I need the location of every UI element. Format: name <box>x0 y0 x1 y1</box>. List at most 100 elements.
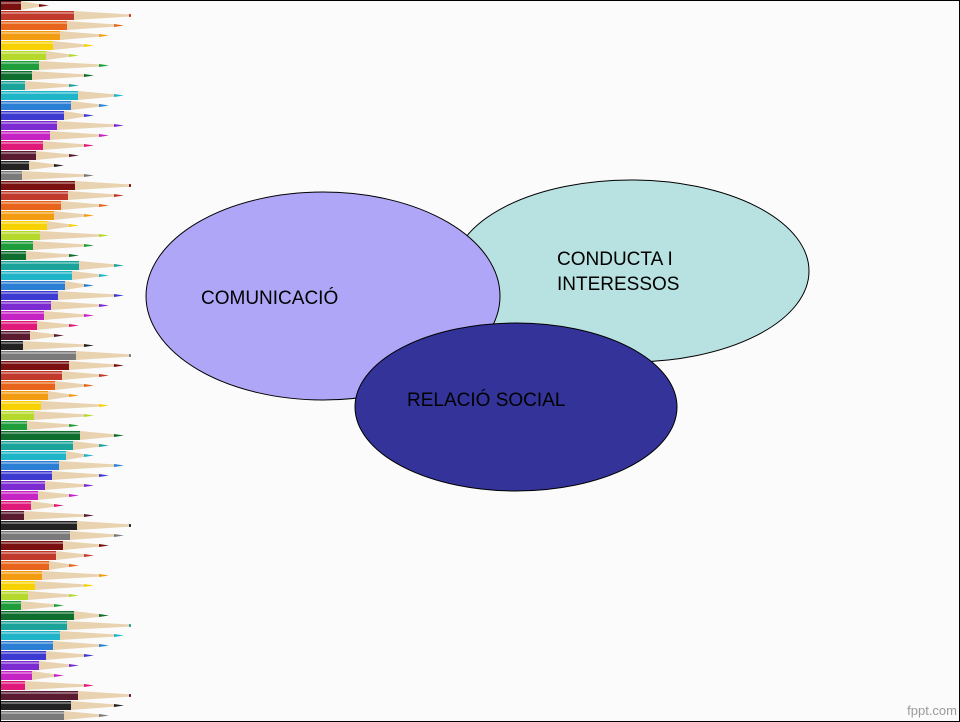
pencil-wood <box>33 241 86 250</box>
pencil-wood <box>77 521 131 530</box>
pencil-body <box>1 711 64 720</box>
pencil <box>1 191 124 200</box>
pencil-shine <box>1 692 78 694</box>
pencil-wood <box>70 531 116 540</box>
pencil-shine <box>1 502 31 504</box>
pencil <box>1 401 109 410</box>
pencil-wood <box>31 501 56 510</box>
pencil <box>1 311 94 320</box>
pencil-lead <box>129 354 131 357</box>
pencil-wood <box>48 391 71 400</box>
pencil-lead <box>84 114 94 117</box>
pencil-wood <box>39 61 101 70</box>
pencil <box>1 121 124 130</box>
pencil-lead <box>84 244 94 247</box>
pencil-body <box>1 511 24 520</box>
pencil-wood <box>56 551 86 560</box>
conducta-label-line-1: CONDUCTA I <box>557 249 673 270</box>
pencil <box>1 521 131 530</box>
pencil-body <box>1 441 73 450</box>
pencil-body <box>1 111 64 120</box>
pencil-wood <box>59 461 116 470</box>
pencil-body <box>1 561 49 570</box>
pencil-wood <box>30 331 56 340</box>
pencil-body <box>1 191 68 200</box>
pencil-shine <box>1 282 65 284</box>
pencil <box>1 231 109 240</box>
relacio-label: RELACIÓ SOCIAL <box>407 389 565 411</box>
pencil <box>1 551 94 560</box>
pencil-shine <box>1 702 71 704</box>
pencil-wood <box>74 611 101 620</box>
pencil <box>1 1 49 10</box>
pencil-wood <box>62 371 101 380</box>
pencil-wood <box>64 711 101 720</box>
comunicacio-label: COMUNICACIÓ <box>201 287 338 309</box>
pencil-shine <box>1 42 53 44</box>
pencil-wood <box>35 581 86 590</box>
pencil-shine <box>1 712 64 714</box>
pencil-lead <box>99 234 109 237</box>
pencil-wood <box>72 271 101 280</box>
pencil-shine <box>1 542 63 544</box>
pencil <box>1 511 94 520</box>
pencil-shine <box>1 292 58 294</box>
pencil-body <box>1 361 69 370</box>
pencil <box>1 531 124 540</box>
relacio-ellipse <box>354 322 678 492</box>
pencil <box>1 671 64 680</box>
pencil-lead <box>84 214 94 217</box>
pencil-body <box>1 101 71 110</box>
pencil-wood <box>43 141 86 150</box>
pencil-shine <box>1 532 70 534</box>
pencil <box>1 651 94 660</box>
pencil-shine <box>1 32 60 34</box>
pencil-body <box>1 481 45 490</box>
pencil-shine <box>1 362 69 364</box>
pencil-wood <box>58 291 116 300</box>
pencil-wood <box>60 631 116 640</box>
pencil-lead <box>84 514 94 517</box>
pencil-wood <box>68 191 116 200</box>
pencil <box>1 561 79 570</box>
pencil-wood <box>67 621 131 630</box>
pencil <box>1 681 94 690</box>
pencil-lead <box>69 594 79 597</box>
pencil-shine <box>1 482 45 484</box>
pencil-body <box>1 231 40 240</box>
pencil-body <box>1 591 28 600</box>
pencil-shine <box>1 82 25 84</box>
pencil-body <box>1 341 23 350</box>
pencil-shine <box>1 572 42 574</box>
pencil-body <box>1 71 32 80</box>
pencil-lead <box>84 684 94 687</box>
pencil-shine <box>1 672 32 674</box>
pencil-body <box>1 531 70 540</box>
pencil-lead <box>54 604 64 607</box>
pencil-body <box>1 391 48 400</box>
pencil-wood <box>45 481 86 490</box>
pencil-shine <box>1 602 21 604</box>
pencil <box>1 461 124 470</box>
pencil-wood <box>40 231 101 240</box>
pencil-lead <box>84 44 94 47</box>
pencil-wood <box>63 541 101 550</box>
pencil-shine <box>1 342 23 344</box>
pencil <box>1 621 131 630</box>
pencil <box>1 331 64 340</box>
pencil-wood <box>21 1 41 10</box>
pencil-body <box>1 411 34 420</box>
pencil-wood <box>32 71 86 80</box>
pencil-lead <box>84 344 94 347</box>
pencil-wood <box>75 181 131 190</box>
pencil <box>1 341 94 350</box>
pencil-body <box>1 611 74 620</box>
pencil-shine <box>1 192 68 194</box>
pencil <box>1 21 124 30</box>
pencil-lead <box>39 4 49 7</box>
pencil <box>1 91 124 100</box>
pencil <box>1 51 79 60</box>
pencil-body <box>1 491 38 500</box>
pencil-body <box>1 621 67 630</box>
